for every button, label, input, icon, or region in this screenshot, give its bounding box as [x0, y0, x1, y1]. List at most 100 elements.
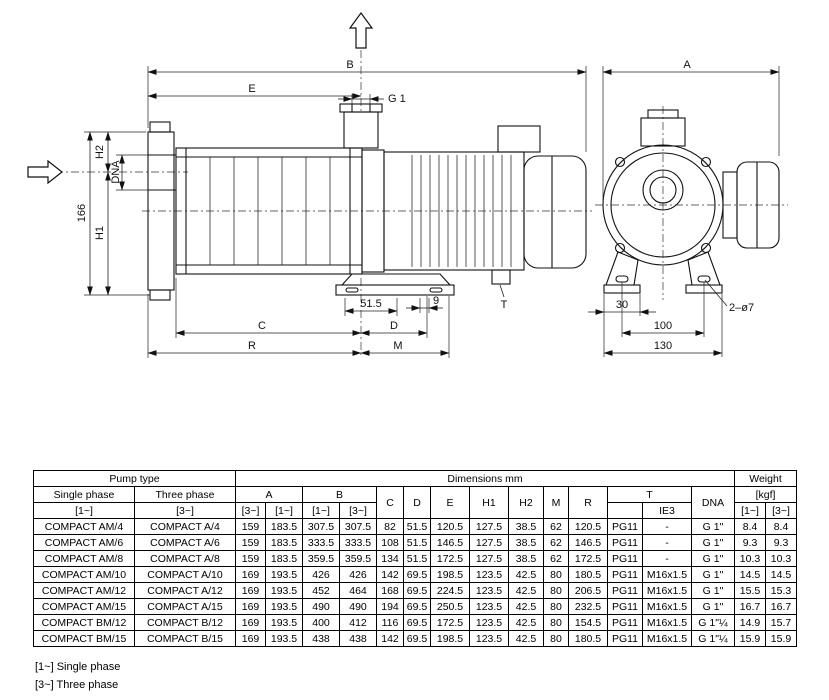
dimension-value: PG11 — [607, 598, 643, 615]
dimension-value: 16.7 — [765, 598, 797, 615]
dimension-value: 438 — [339, 630, 377, 647]
header-dimensions: Dimensions mm — [235, 470, 735, 487]
dimension-value: 69.5 — [403, 614, 431, 631]
dimension-value: M16x1.5 — [642, 598, 692, 615]
dimension-value: 168 — [376, 582, 404, 599]
header-m: M — [543, 486, 569, 519]
dimension-value: 194 — [376, 598, 404, 615]
dimension-value: 159 — [235, 534, 266, 551]
dimension-value: 69.5 — [403, 598, 431, 615]
dimension-value: 193.5 — [265, 566, 303, 583]
dimension-value: 142 — [376, 566, 404, 583]
dimension-value: 80 — [543, 630, 569, 647]
dim-label-515: 51.5 — [360, 298, 381, 310]
dimension-value: 180.5 — [568, 566, 608, 583]
dimension-value: 9.3 — [734, 534, 766, 551]
dim-label-a: A — [683, 59, 691, 71]
header-r: R — [568, 486, 608, 519]
pump-name-three-phase: COMPACT A/12 — [134, 582, 236, 599]
dim-label-g1: G 1 — [388, 93, 406, 105]
terminal-box — [497, 125, 541, 153]
footnote-three-phase: [3~] Three phase — [35, 678, 119, 691]
header-weight-ph1: [1~] — [734, 502, 766, 519]
header-b-ph3: [3~] — [339, 502, 377, 519]
header-h1: H1 — [469, 486, 509, 519]
dimension-value: 62 — [543, 534, 569, 551]
dimension-value: 127.5 — [469, 534, 509, 551]
dimensions-table: Pump type Dimensions mm Weight Single ph… — [33, 470, 797, 647]
pump-name-three-phase: COMPACT B/15 — [134, 630, 236, 647]
dimension-value: 426 — [302, 566, 340, 583]
dimension-value: G 1" — [691, 534, 735, 551]
dimension-value: 172.5 — [430, 614, 470, 631]
dimension-value: 69.5 — [403, 566, 431, 583]
header-b: B — [302, 486, 377, 503]
dimension-value: 452 — [302, 582, 340, 599]
dimension-value: 127.5 — [469, 518, 509, 535]
dimension-value: 120.5 — [568, 518, 608, 535]
dimension-value: 490 — [339, 598, 377, 615]
header-ph1: [1~] — [33, 502, 135, 519]
header-single-phase: Single phase — [33, 486, 135, 503]
footnotes: [1~] Single phase [3~] Three phase — [35, 659, 829, 694]
dimension-value: 123.5 — [469, 598, 509, 615]
pump-name-three-phase: COMPACT A/4 — [134, 518, 236, 535]
dimension-value: - — [642, 518, 692, 535]
header-a-ph1: [1~] — [265, 502, 303, 519]
dimension-value: G 1" — [691, 582, 735, 599]
dim-label-m: M — [393, 340, 402, 352]
dimension-value: 142 — [376, 630, 404, 647]
header-ph3: [3~] — [134, 502, 236, 519]
dimension-value: PG11 — [607, 630, 643, 647]
dimension-value: 172.5 — [568, 550, 608, 567]
dimension-value: 412 — [339, 614, 377, 631]
dimension-value: PG11 — [607, 614, 643, 631]
dimension-value: 127.5 — [469, 550, 509, 567]
dimension-value: 123.5 — [469, 566, 509, 583]
dimension-value: 123.5 — [469, 630, 509, 647]
dimension-value: 123.5 — [469, 614, 509, 631]
pump-name-single-phase: COMPACT BM/12 — [33, 614, 135, 631]
dimension-value: 198.5 — [430, 630, 470, 647]
dimension-value: 15.9 — [765, 630, 797, 647]
dimension-value: 333.5 — [339, 534, 377, 551]
dimension-value: 62 — [543, 550, 569, 567]
dimension-value: 183.5 — [265, 550, 303, 567]
dimension-value: 180.5 — [568, 630, 608, 647]
pump-end-view — [602, 109, 780, 294]
drawing-svg: B E G 1 H2 DNA 166 H1 C D R M 51.5 9 T A… — [27, 11, 788, 358]
dimension-value: 490 — [302, 598, 340, 615]
dimension-value: G 1"¼ — [691, 630, 735, 647]
footnote-single-phase: [1~] Single phase — [35, 661, 121, 673]
dimension-value: 224.5 — [430, 582, 470, 599]
pump-name-single-phase: COMPACT AM/6 — [33, 534, 135, 551]
header-t-blank — [607, 502, 643, 519]
dimension-value: 80 — [543, 598, 569, 615]
dimension-value: 38.5 — [508, 550, 544, 567]
pump-name-three-phase: COMPACT A/6 — [134, 534, 236, 551]
table-header: Pump type Dimensions mm Weight Single ph… — [33, 470, 797, 519]
dimension-value: 9.3 — [765, 534, 797, 551]
header-a-ph3: [3~] — [235, 502, 266, 519]
dim-label-2d7: 2–ø7 — [729, 302, 754, 314]
pump-name-three-phase: COMPACT A/15 — [134, 598, 236, 615]
dim-label-r: R — [248, 340, 256, 352]
pump-name-single-phase: COMPACT AM/10 — [33, 566, 135, 583]
pump-name-single-phase: COMPACT AM/4 — [33, 518, 135, 535]
header-weight: Weight — [734, 470, 797, 487]
dimension-value: 400 — [302, 614, 340, 631]
dimension-value: 193.5 — [265, 598, 303, 615]
dimension-value: 62 — [543, 518, 569, 535]
dimension-value: 123.5 — [469, 582, 509, 599]
dimension-value: 42.5 — [508, 566, 544, 583]
dim-label-166: 166 — [76, 204, 88, 222]
pump-technical-drawing: B E G 1 H2 DNA 166 H1 C D R M 51.5 9 T A… — [27, 11, 788, 358]
dimension-value: 42.5 — [508, 598, 544, 615]
dimension-value: 146.5 — [568, 534, 608, 551]
pump-name-single-phase: COMPACT AM/8 — [33, 550, 135, 567]
dim-label-dna: DNA — [110, 160, 122, 184]
dimension-value: 193.5 — [265, 630, 303, 647]
